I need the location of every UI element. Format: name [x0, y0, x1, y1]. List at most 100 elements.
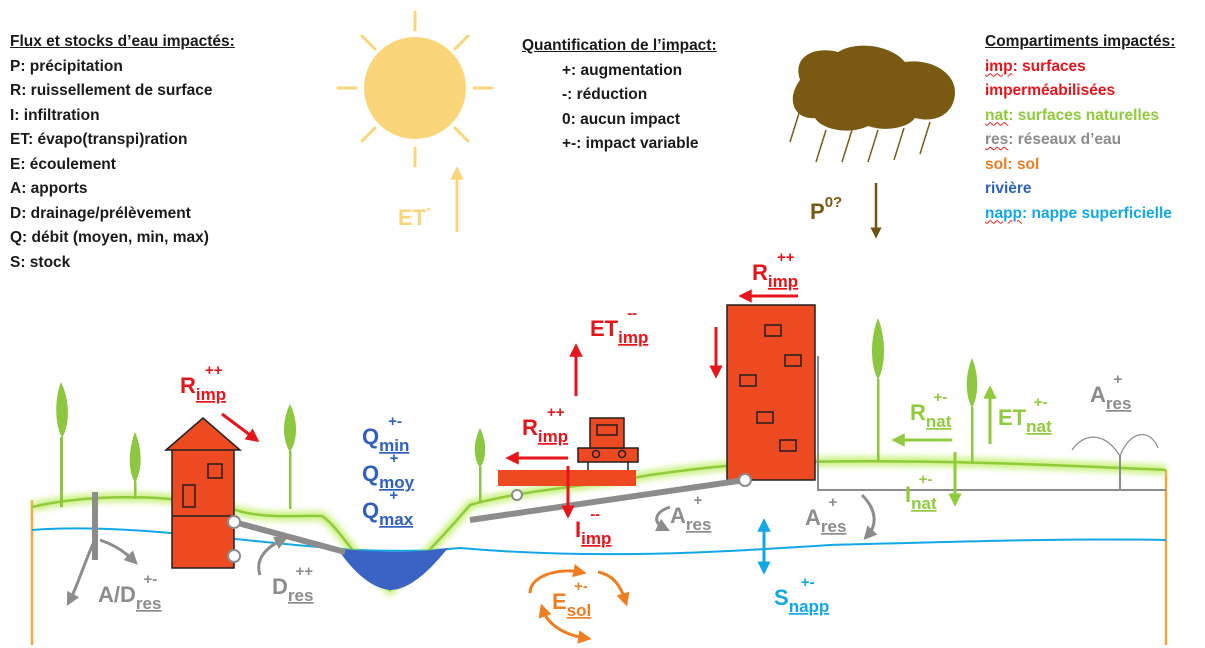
label-base: R — [752, 260, 768, 285]
label-subscript: res — [288, 586, 314, 605]
a-res-road-arrow — [654, 505, 671, 532]
label-subscript: res — [1106, 394, 1132, 413]
label-superscript: -- — [627, 305, 637, 322]
label-superscript: +- — [574, 578, 588, 595]
label-superscript: - — [426, 200, 431, 217]
label-superscript: +- — [388, 413, 402, 430]
label-subscript: nat — [911, 494, 937, 513]
label-base: A — [805, 505, 821, 530]
legend-quantification: Quantification de l’impact: +: augmentat… — [522, 34, 717, 157]
q-moy-label: Qmoy + — [362, 450, 415, 492]
legend-flux-item: D: drainage/prélèvement — [10, 204, 191, 222]
label-superscript: -- — [590, 506, 600, 523]
e-sol-arrow-top — [528, 564, 587, 594]
legend-comp-item: rivière — [985, 177, 1175, 202]
label-subscript: imp — [581, 529, 611, 548]
label-base: ET — [998, 405, 1027, 430]
label-base: A — [1090, 382, 1106, 407]
q-max-label: Qmax+ — [362, 487, 414, 529]
label-subscript: nat — [1026, 417, 1052, 436]
label-superscript: 0? — [825, 194, 843, 211]
label-base: P — [810, 199, 825, 224]
legend-comp-item: res: réseaux d’eau — [985, 128, 1175, 153]
legend-comp-title: Compartiments impactés: — [985, 33, 1176, 50]
legend-comp-item: sol: sol — [985, 153, 1175, 178]
legend-comp-text: imperméabilisées — [985, 82, 1116, 99]
r-imp-house-label: Rimp ++ — [180, 362, 226, 404]
section-frame — [30, 470, 1168, 645]
label-superscript: + — [390, 450, 399, 467]
et-nat-label: ETnat+- — [998, 394, 1052, 436]
label-base: I — [905, 482, 911, 507]
r-nat-label: Rnat+- — [910, 389, 952, 431]
e-sol-arrow-right — [597, 570, 630, 607]
legend-comp-text: : réseaux d’eau — [1008, 131, 1122, 148]
legend-flux-item: P: précipitation — [10, 57, 123, 75]
sun-icon — [336, 10, 494, 168]
legend-comp-text: : surfaces naturelles — [1008, 106, 1160, 124]
label-base: Q — [362, 461, 379, 486]
label-superscript: +- — [919, 471, 933, 488]
cloud-icon — [792, 45, 955, 131]
legend-quant-title: Quantification de l’impact: — [522, 37, 717, 54]
legend-comp-key: res — [985, 131, 1009, 148]
label-base: A/D — [98, 582, 136, 607]
r-imp-road-label: Rimp ++ — [522, 404, 568, 446]
label-subscript: imp — [538, 427, 568, 446]
rain-lines — [789, 109, 931, 163]
label-subscript: imp — [618, 328, 648, 347]
a-res-road-label: Ares+ — [670, 492, 711, 534]
r-imp-house-arrow — [221, 412, 260, 443]
label-subscript: sol — [567, 601, 592, 620]
label-base: S — [774, 585, 789, 610]
label-subscript: res — [821, 517, 847, 536]
label-base: D — [272, 574, 288, 599]
river-water — [337, 548, 448, 590]
label-subscript: min — [379, 436, 409, 455]
a-d-res-label: A/Dres+- — [98, 571, 161, 613]
i-nat-label: Inat +- — [905, 471, 937, 513]
trees — [56, 318, 978, 509]
label-subscript: max — [379, 510, 414, 529]
legend-quant-item: +-: impact variable — [562, 135, 699, 152]
label-base: Q — [362, 498, 379, 523]
legend-flux-title: Flux et stocks d’eau impactés: — [10, 33, 235, 50]
a-res-tower-arrow — [860, 493, 878, 541]
label-base: R — [910, 400, 926, 425]
label-subscript: imp — [196, 385, 226, 404]
p-cloud-label: P0? — [810, 194, 842, 224]
legend-comp-text: : surfaces — [1012, 57, 1086, 75]
label-base: ET — [590, 316, 619, 341]
label-subscript: imp — [768, 272, 798, 291]
label-superscript: +- — [934, 389, 948, 406]
q-min-label: Qmin +- — [362, 413, 409, 455]
label-superscript: ++ — [205, 362, 223, 379]
legend-comp-text: sol: sol — [985, 155, 1040, 173]
label-superscript: + — [829, 494, 838, 511]
legend-comp-item: napp: nappe superficielle — [985, 202, 1175, 227]
label-superscript: ++ — [296, 563, 314, 580]
pipe-network — [92, 356, 1166, 563]
label-base: A — [670, 503, 686, 528]
label-base: Q — [362, 424, 379, 449]
legend-quant-item: -: réduction — [562, 86, 648, 103]
legend-quant-item: 0: aucun impact — [562, 110, 680, 128]
legend-comp-key: nat — [985, 106, 1009, 124]
label-base: R — [180, 373, 196, 398]
legend-flux-item: I: infiltration — [10, 106, 100, 124]
legend-flux-item: E: écoulement — [10, 155, 116, 173]
a-d-res-arrow — [66, 539, 97, 606]
label-base: R — [522, 415, 538, 440]
house — [163, 417, 243, 569]
i-imp-label: Iimp-- — [575, 506, 611, 548]
tower-building — [726, 304, 816, 481]
d-res-label: Dres ++ — [272, 563, 313, 605]
label-subscript: moy — [379, 473, 415, 492]
label-superscript: ++ — [547, 404, 565, 421]
legend-flux-item: A: apports — [10, 180, 88, 197]
legend-quant-item: +: augmentation — [562, 61, 683, 79]
a-d-res-arrow-2 — [99, 538, 138, 565]
